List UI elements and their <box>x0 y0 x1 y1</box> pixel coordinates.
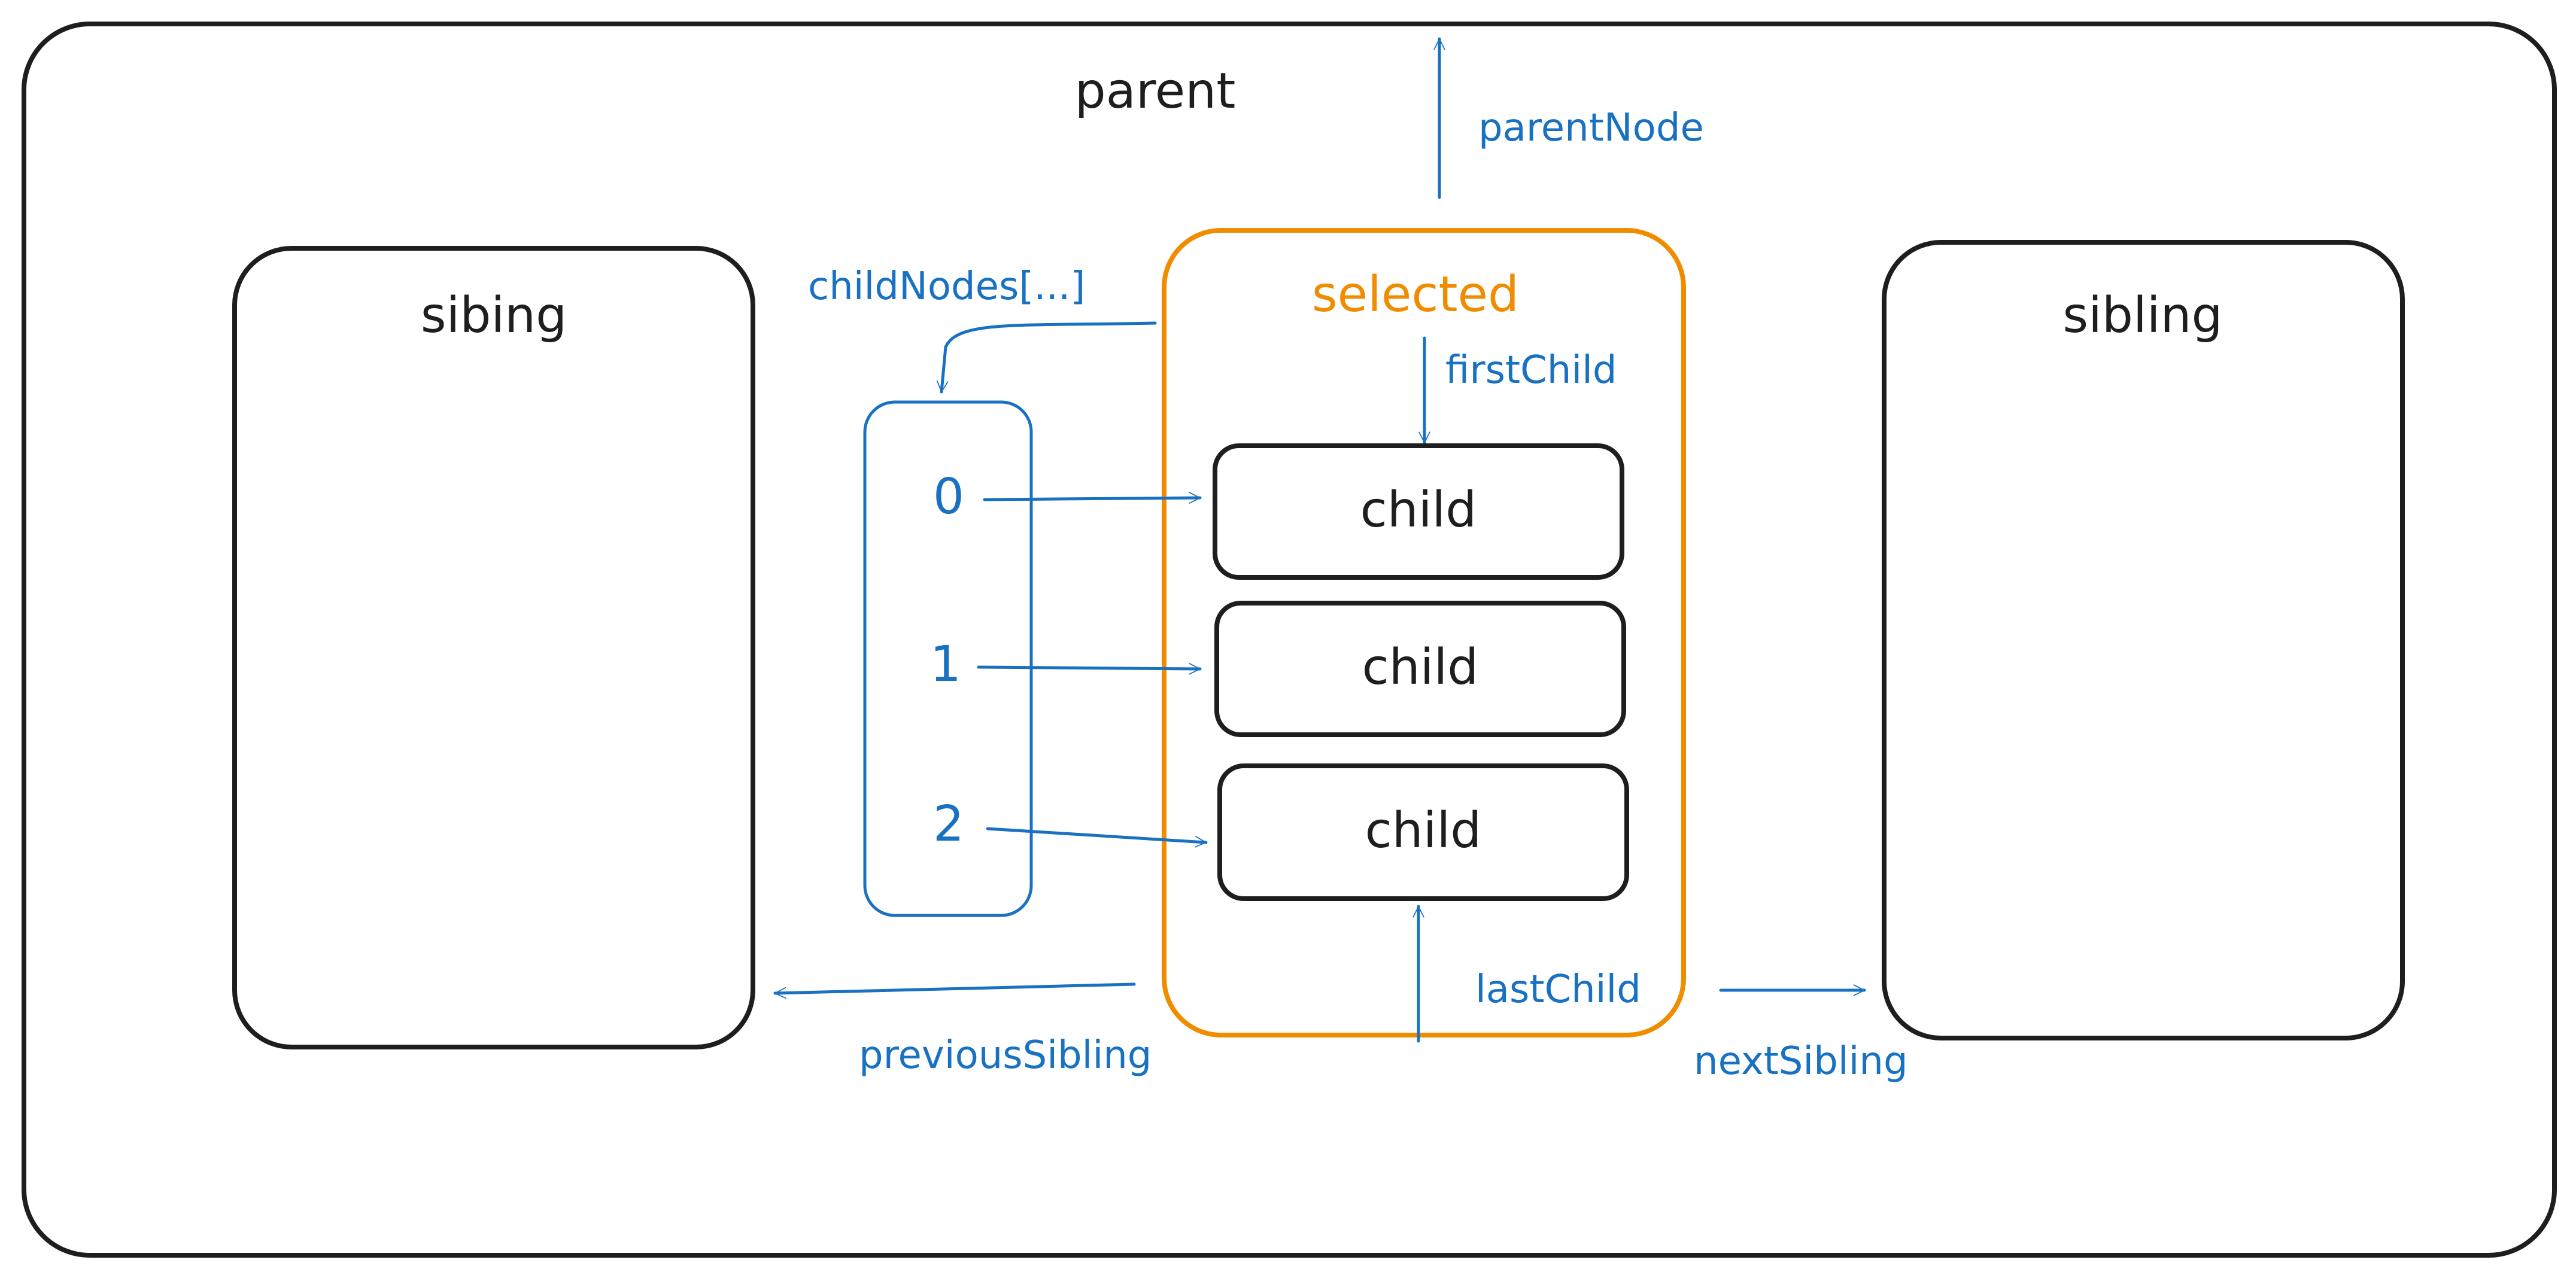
last-child-label: lastChild <box>1475 967 1641 1012</box>
left-sibling-box <box>232 246 755 1049</box>
selected-label: selected <box>1312 266 1519 323</box>
parent-label: parent <box>1075 63 1236 120</box>
child-nodes-label: childNodes[...] <box>808 264 1085 309</box>
child-box-0 <box>1213 443 1624 580</box>
index-2-arrow <box>986 827 1208 848</box>
child-index-0: 0 <box>933 468 964 525</box>
parent-node-label: parentNode <box>1478 106 1704 150</box>
child-index-2: 2 <box>933 796 964 853</box>
child-nodes-box <box>863 400 1033 917</box>
child-box-1 <box>1214 601 1626 737</box>
next-sibling-label: nextSibling <box>1694 1039 1908 1084</box>
right-sibling-label: sibling <box>2062 287 2222 344</box>
child-label-0: child <box>1360 482 1477 538</box>
child-index-1: 1 <box>930 636 961 693</box>
child-label-2: child <box>1365 802 1482 859</box>
previous-sibling-label: previousSibling <box>859 1033 1152 1078</box>
previous-sibling-arrow <box>773 982 1136 999</box>
parent-box <box>22 22 2557 1258</box>
child-nodes-arrow <box>936 321 1157 394</box>
index-1-arrow <box>977 663 1202 675</box>
child-box-2 <box>1217 763 1629 901</box>
first-child-label: firstChild <box>1445 348 1617 392</box>
left-sibling-label: sibing <box>421 287 567 344</box>
index-0-arrow <box>983 492 1202 504</box>
right-sibling-box <box>1882 240 2405 1040</box>
selected-box <box>1162 228 1686 1037</box>
child-label-1: child <box>1362 639 1479 696</box>
